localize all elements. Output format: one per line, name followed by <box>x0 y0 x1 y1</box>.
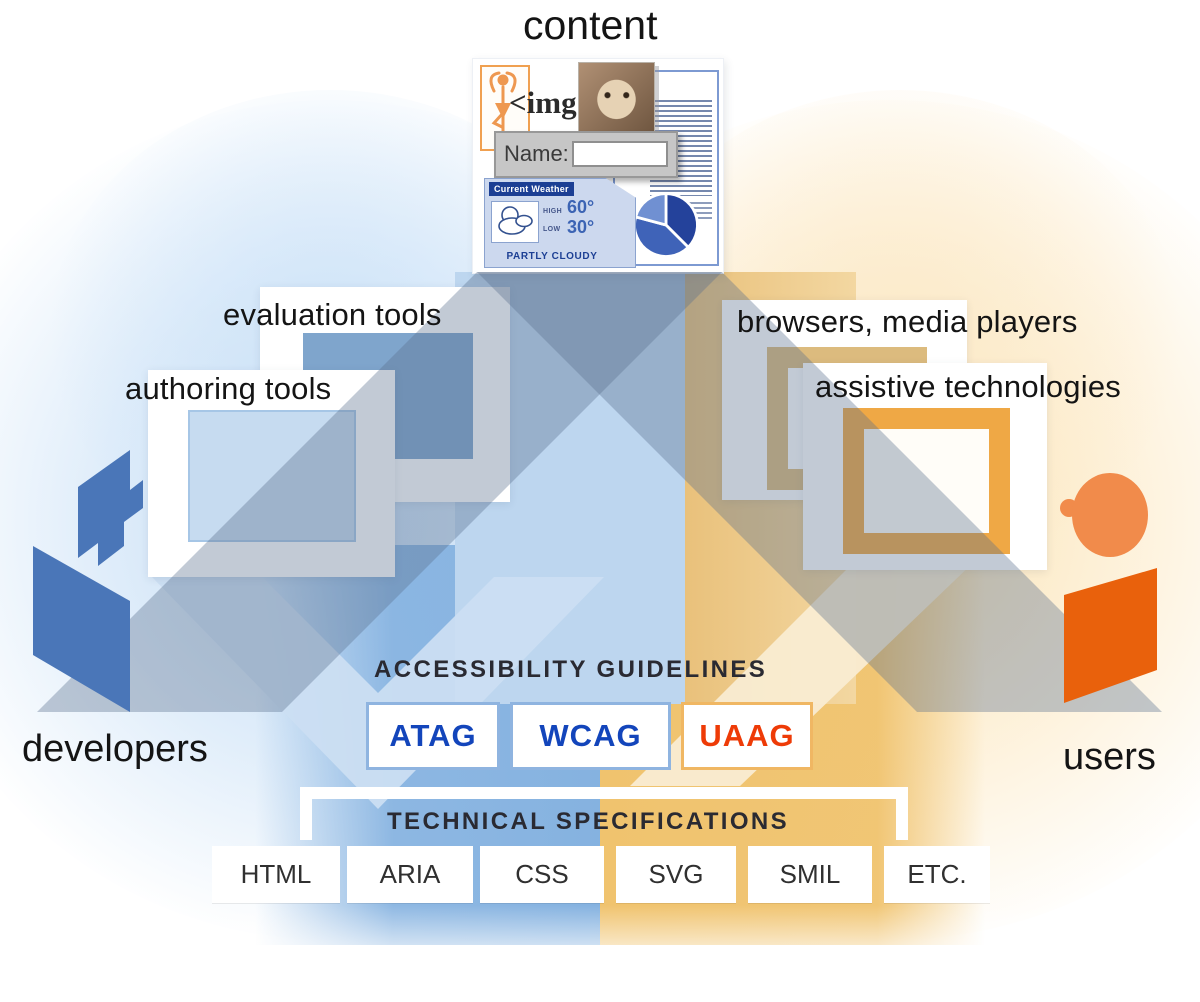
specs-header: TECHNICAL SPECIFICATIONS <box>387 808 790 835</box>
spec-bracket-right <box>896 787 908 840</box>
form-name-bar: Name: <box>494 131 678 178</box>
authoring-tools-label: authoring tools <box>125 371 332 406</box>
assistive-tech-box <box>803 363 1047 570</box>
assistive-tech-label: assistive technologies <box>815 369 1121 404</box>
high-temp: 60° <box>567 197 595 217</box>
spec-aria: ARIA <box>347 846 473 903</box>
content-title: content <box>523 2 658 48</box>
spec-etc: ETC. <box>884 846 990 903</box>
evaluation-tools-label: evaluation tools <box>223 297 442 332</box>
developers-icon <box>33 450 143 712</box>
weather-condition: PARTLY CLOUDY <box>506 251 598 262</box>
high-label: HIGH <box>543 208 563 215</box>
low-temp: 30° <box>567 217 595 237</box>
atag-box: ATAG <box>366 702 500 770</box>
wcag-box: WCAG <box>510 702 671 770</box>
spec-svg: SVG <box>616 846 736 903</box>
content-card: <img Name: Current Weather HIGH 60° LOW … <box>472 58 724 274</box>
dancer-image <box>480 65 530 151</box>
spec-css: CSS <box>480 846 604 903</box>
weather-header: Current Weather <box>489 182 574 196</box>
img-tag-text: <img <box>509 85 577 120</box>
cloud-sun-icon <box>491 201 539 243</box>
browsers-label: browsers, media players <box>737 304 1078 339</box>
uaag-box: UAAG <box>681 702 813 770</box>
developers-label: developers <box>22 728 208 770</box>
pie-chart-icon <box>633 192 699 258</box>
guidelines-header: ACCESSIBILITY GUIDELINES <box>374 656 768 683</box>
assistive-tech-inner-frame <box>843 408 1010 554</box>
users-icon <box>1060 473 1157 703</box>
authoring-tools-inner-square <box>188 410 356 542</box>
users-label: users <box>1063 736 1156 778</box>
spec-bracket-top <box>300 787 908 799</box>
baby-photo <box>578 62 655 134</box>
name-field-label: Name: <box>504 141 569 166</box>
weather-widget: Current Weather HIGH 60° LOW 30° PARTLY … <box>484 178 636 268</box>
low-label: LOW <box>543 226 561 233</box>
spec-smil: SMIL <box>748 846 872 903</box>
authoring-tools-box <box>148 370 395 577</box>
spec-html: HTML <box>212 846 340 903</box>
name-input-field <box>572 141 668 167</box>
spec-bracket-left <box>300 787 312 840</box>
